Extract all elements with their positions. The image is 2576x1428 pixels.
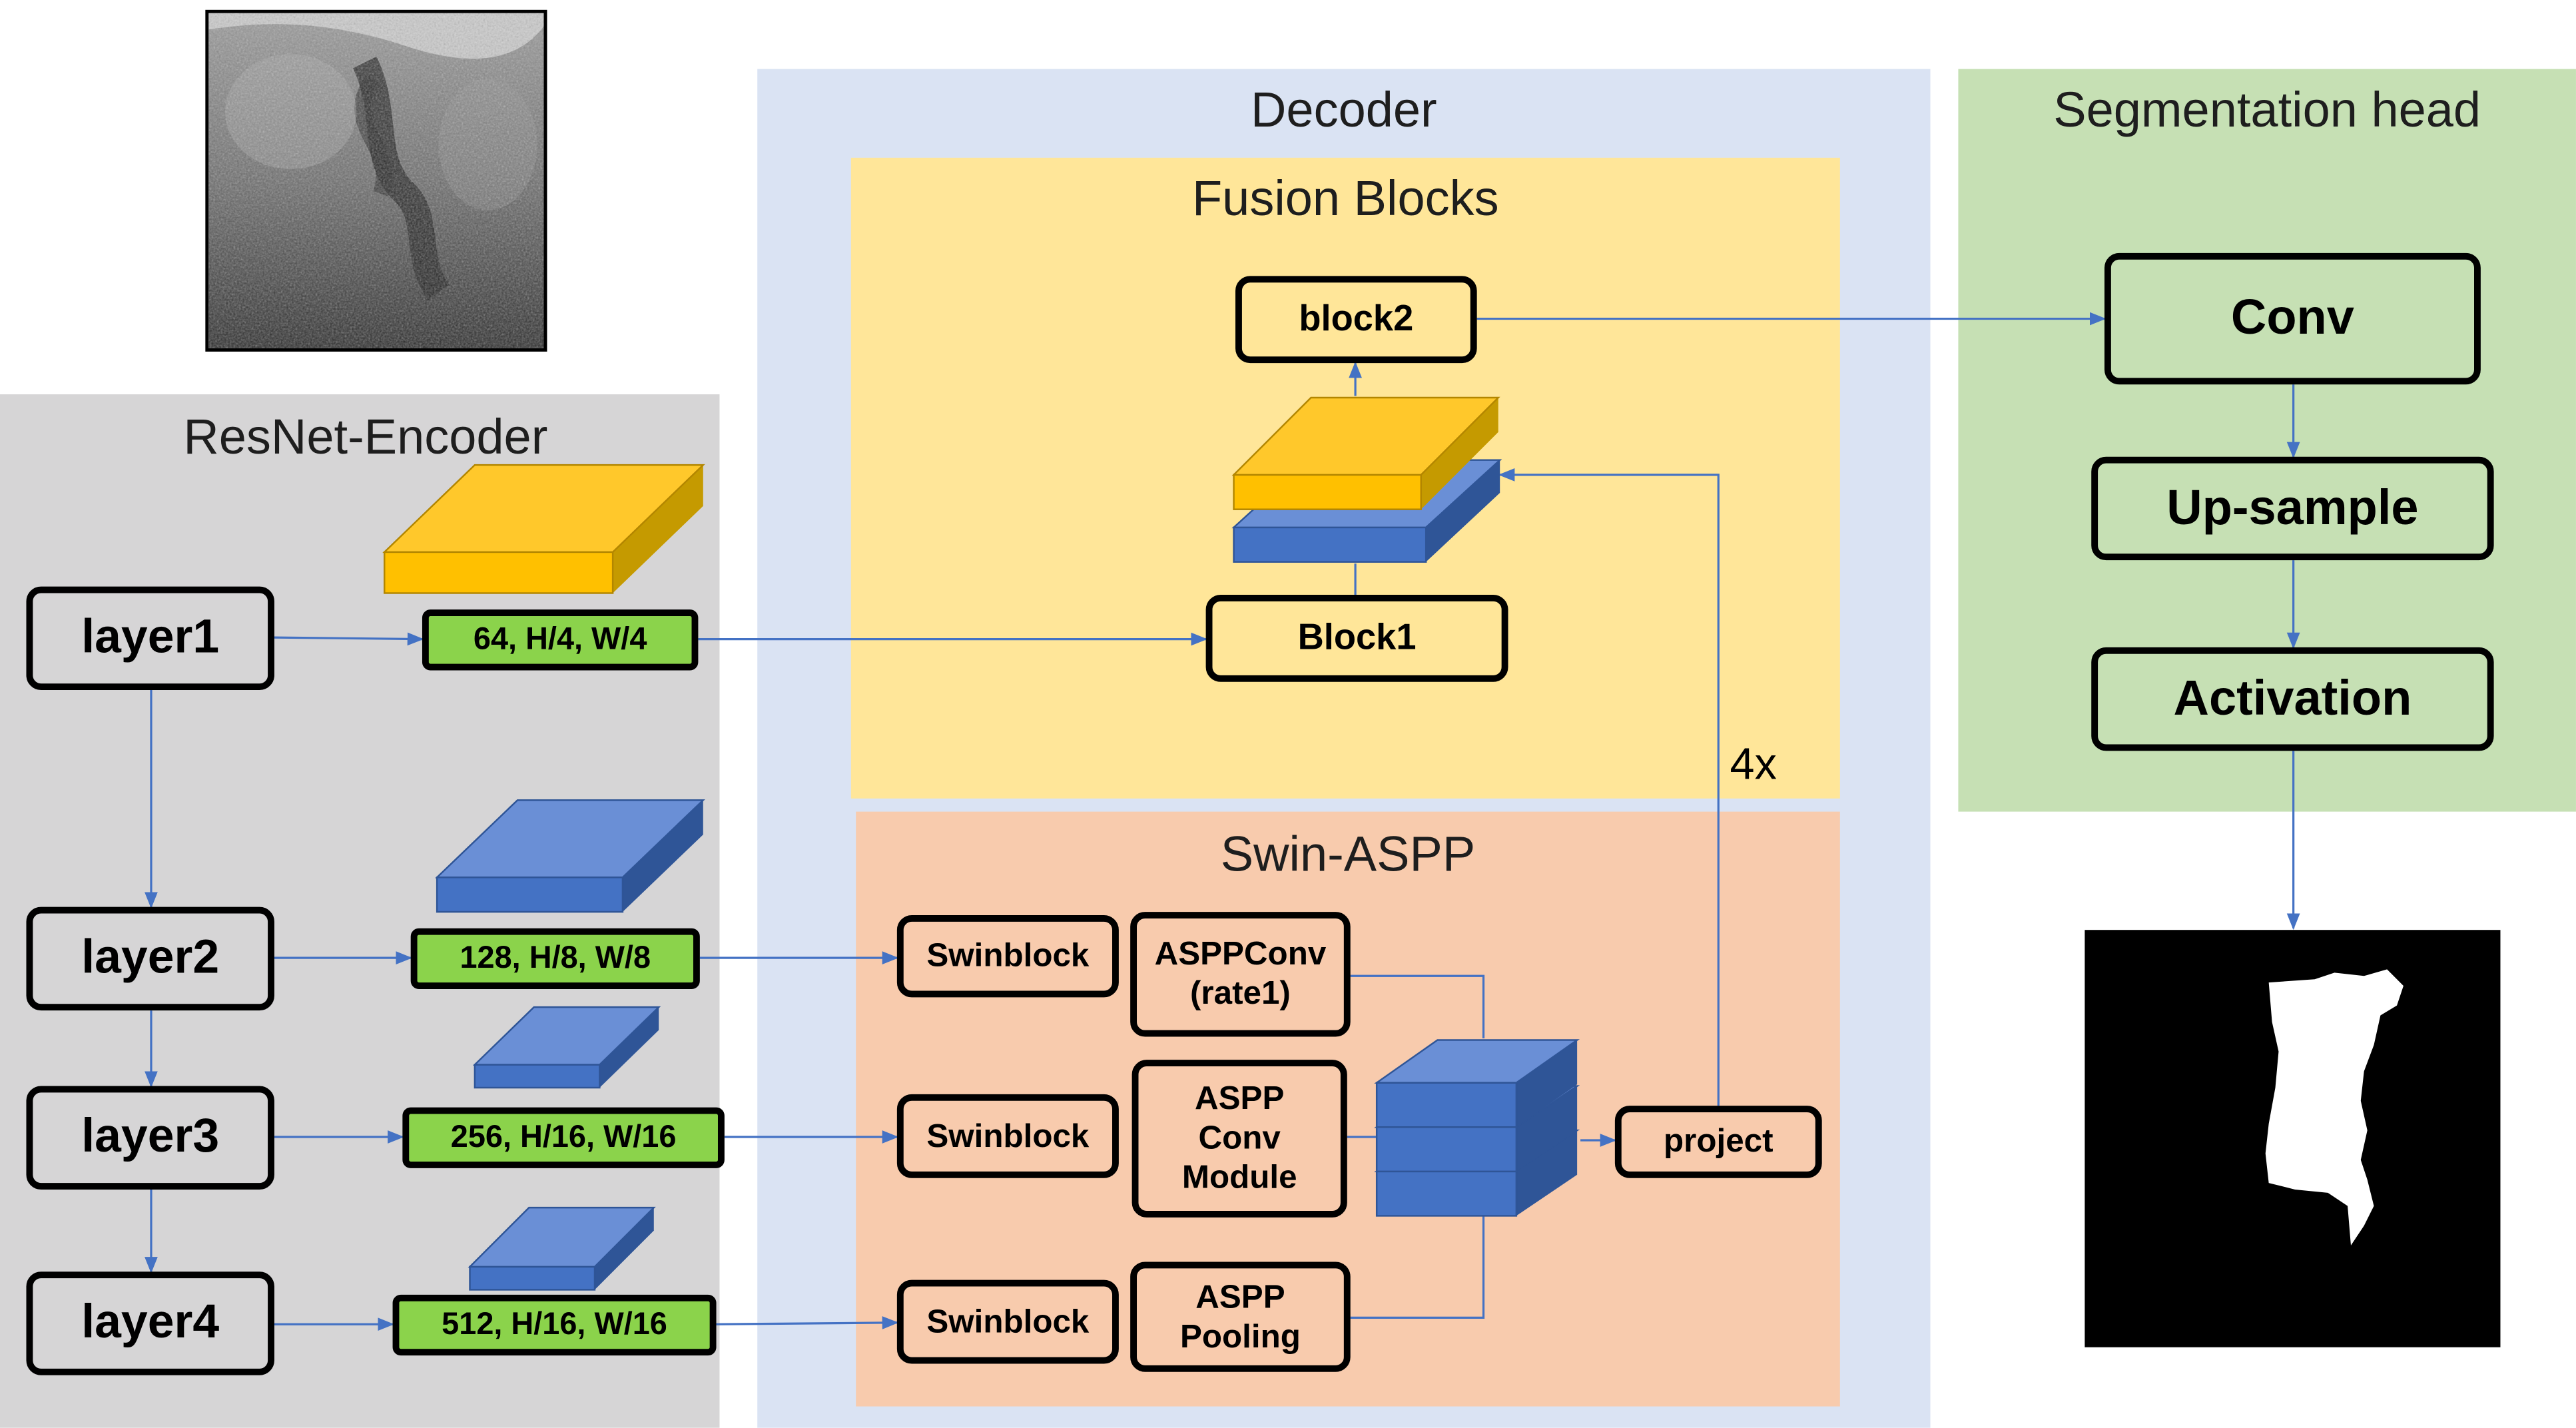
- repeat-4x-label: 4x: [1730, 739, 1777, 789]
- dim-label-layer3: 256, H/16, W/16: [402, 1107, 725, 1168]
- upsample-box: Up-sample: [2091, 456, 2494, 561]
- fusion-feature-stack: [1231, 396, 1502, 563]
- arrow-layer1-dim: [274, 632, 424, 646]
- feature-map-layer2: [435, 799, 705, 913]
- connector-asppconv-stack: [1350, 974, 1485, 1039]
- feature-map-layer4: [468, 1206, 656, 1291]
- swinblock-2: Swinblock: [896, 1094, 1119, 1178]
- aspp-pooling-box: ASPP Pooling: [1130, 1261, 1351, 1372]
- segmentation-head-title: Segmentation head: [2053, 83, 2481, 139]
- project-box: project: [1614, 1106, 1822, 1178]
- feature-map-layer3: [472, 1006, 661, 1089]
- block2-box: block2: [1235, 276, 1477, 364]
- layer2-box: layer2: [26, 906, 274, 1011]
- connector-pooling-stack: [1350, 1216, 1485, 1319]
- dim-label-layer2: 128, H/8, W/8: [410, 928, 700, 990]
- ultrasound-texture: [208, 13, 544, 348]
- swin-aspp-title: Swin-ASPP: [1220, 828, 1476, 883]
- swinblock-1: Swinblock: [896, 915, 1119, 998]
- swinblock-3: Swinblock: [896, 1279, 1119, 1364]
- arrow-dim4-swin3: [716, 1316, 899, 1329]
- dim-label-layer4: 512, H/16, W/16: [392, 1294, 717, 1356]
- input-ultrasound-image: [205, 9, 547, 352]
- encoder-title: ResNet-Encoder: [183, 410, 548, 466]
- aspp-feature-stack: [1374, 1039, 1580, 1217]
- output-mask-image: [2085, 930, 2501, 1347]
- mask-shape: [2265, 969, 2404, 1246]
- block1-box: Block1: [1205, 594, 1508, 682]
- dim-label-layer1: 64, H/4, W/4: [422, 609, 699, 671]
- aspp-conv-rate1-box: ASPPConv (rate1): [1130, 912, 1351, 1037]
- layer1-box: layer1: [26, 586, 274, 691]
- fusion-title: Fusion Blocks: [1191, 173, 1499, 227]
- feature-map-layer1: [382, 464, 705, 594]
- aspp-conv-module-box: ASPP Conv Module: [1131, 1060, 1347, 1218]
- layer3-box: layer3: [26, 1086, 274, 1190]
- arrow-project-fusion: [1498, 468, 1720, 1106]
- activation-box: Activation: [2091, 647, 2494, 751]
- conv-box: Conv: [2104, 252, 2481, 385]
- decoder-title: Decoder: [1250, 83, 1437, 139]
- layer4-box: layer4: [26, 1271, 274, 1375]
